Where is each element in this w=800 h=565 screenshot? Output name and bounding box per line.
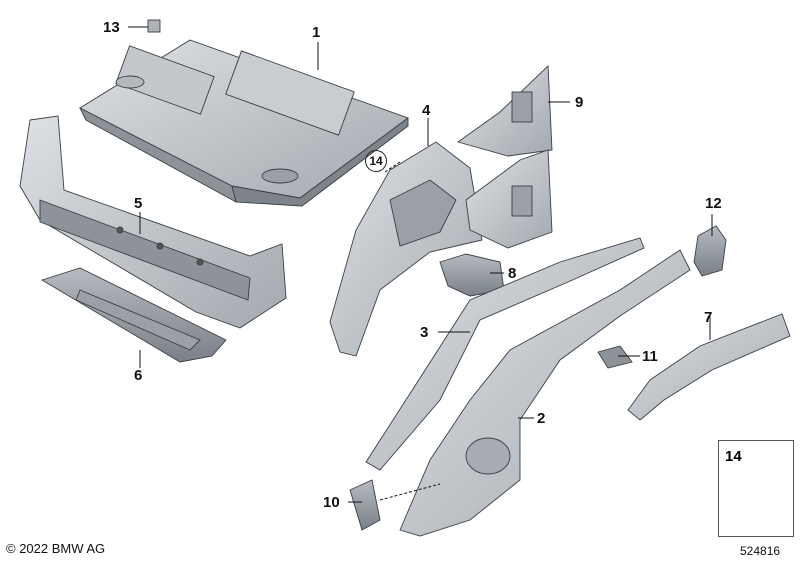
callout-6: 6 [134, 367, 143, 384]
callout-10: 10 [323, 494, 340, 511]
part-6-lower-panel[interactable] [40, 267, 227, 363]
part-7-rear-member[interactable] [627, 313, 791, 421]
legend-arrow-box [718, 490, 794, 537]
part-2-front-member[interactable] [349, 249, 691, 537]
callout-8: 8 [508, 265, 517, 282]
part-12-bracket[interactable] [693, 225, 727, 277]
callout-7: 7 [704, 309, 713, 326]
callout-3: 3 [420, 324, 429, 341]
callout-13: 13 [103, 19, 120, 36]
circled-ref-14: 14 [365, 150, 387, 172]
part-1-floor-panel[interactable] [78, 19, 409, 207]
callout-12: 12 [705, 195, 722, 212]
part-4-wheel-arch[interactable] [329, 141, 483, 357]
callout-5: 5 [134, 195, 143, 212]
callout-11: 11 [642, 348, 658, 365]
part-3-side-member[interactable] [365, 237, 645, 471]
diagram-number: 524816 [740, 544, 781, 558]
legend-part-box: 14 [718, 440, 794, 492]
part-13-bracket [147, 19, 161, 33]
part-11-fitting [597, 345, 633, 369]
callout-9: 9 [575, 94, 584, 111]
legend-part-number: 14 [725, 448, 742, 465]
part-5-crossmember[interactable] [19, 115, 287, 329]
copyright: © 2022 BMW AG [6, 541, 106, 556]
callout-1: 1 [312, 24, 321, 41]
part-10-bracket [349, 479, 381, 531]
callout-2: 2 [537, 410, 546, 427]
part-9-side-panel[interactable] [456, 64, 553, 249]
leader-lines [128, 26, 713, 503]
callout-4: 4 [422, 102, 431, 119]
